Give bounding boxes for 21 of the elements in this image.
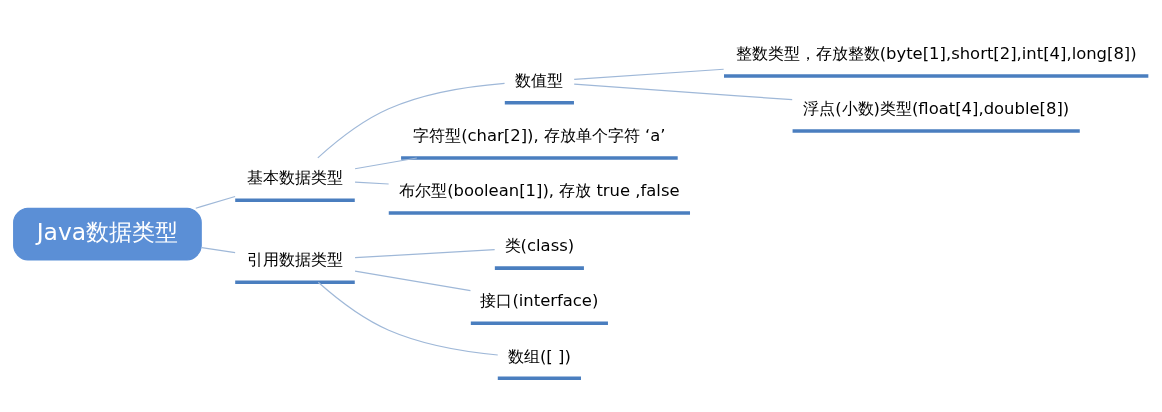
connector [354,248,496,259]
node-text: 浮点(小数)类型(float[4],double[8]) [803,99,1070,119]
node-text: 布尔型(boolean[1]), 存放 true ,false [399,181,680,201]
node-text: 接口(interface) [480,291,599,311]
node-text: 类(class) [504,236,575,256]
connector [317,82,506,159]
connector [354,270,472,292]
node-text: 引用数据类型 [246,250,343,270]
node-text: 数组([ ]) [507,346,571,366]
connector [354,181,390,185]
connector [317,281,499,356]
connector [354,157,418,170]
connector [573,83,793,101]
connector [201,247,236,254]
node-text: 字符型(char[2]), 存放单个字符 ‘a’ [413,126,666,146]
connector [573,68,725,81]
connector [195,195,236,209]
node-box: Java数据类型 [13,207,202,261]
node-text: 整数类型，存放整数(byte[1],short[2],int[4],long[8]) [735,44,1137,64]
node-text: 基本数据类型 [246,168,343,188]
node-text: 数值型 [515,71,564,91]
